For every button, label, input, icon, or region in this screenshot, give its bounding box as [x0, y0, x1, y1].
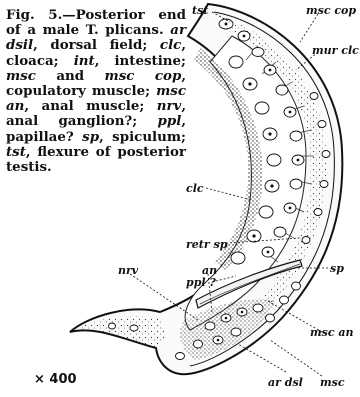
- label-tst: tst: [192, 4, 208, 17]
- label-msc-an: msc an: [310, 326, 353, 339]
- label-retr-sp: retr sp: [186, 238, 227, 251]
- label-clc: clc: [186, 182, 204, 195]
- label-an: an: [202, 264, 217, 277]
- label-ppl: ppl ?: [186, 276, 216, 289]
- worm-body: [70, 4, 342, 374]
- label-ar-dsl: ar dsl: [268, 376, 303, 389]
- magnification-label: × 400: [34, 372, 77, 387]
- label-msc: msc: [320, 376, 345, 389]
- label-nrv: nrv: [118, 264, 138, 277]
- label-sp: sp: [330, 262, 344, 275]
- label-msc-cop: msc cop: [306, 4, 356, 17]
- label-mur-clc: mur clc: [312, 44, 359, 57]
